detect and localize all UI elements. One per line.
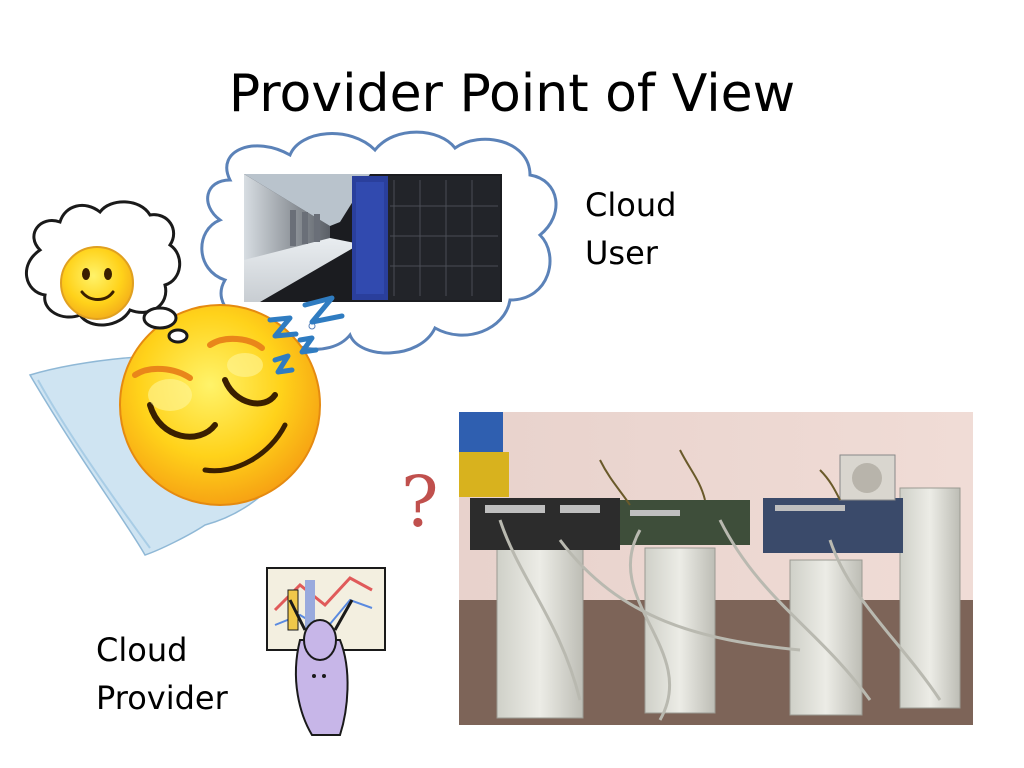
cloud-provider-label-line1: Cloud bbox=[96, 631, 188, 669]
slide-title: Provider Point of View bbox=[228, 64, 796, 124]
cloud-provider-label-line2: Provider bbox=[96, 679, 228, 717]
cloud-user-label-line2: User bbox=[585, 234, 658, 272]
question-mark: ? bbox=[401, 461, 439, 543]
cloud-user-label: Cloud User bbox=[585, 181, 676, 277]
cloud-provider-label: Cloud Provider bbox=[96, 626, 228, 722]
cloud-user-label-line1: Cloud bbox=[585, 186, 677, 224]
